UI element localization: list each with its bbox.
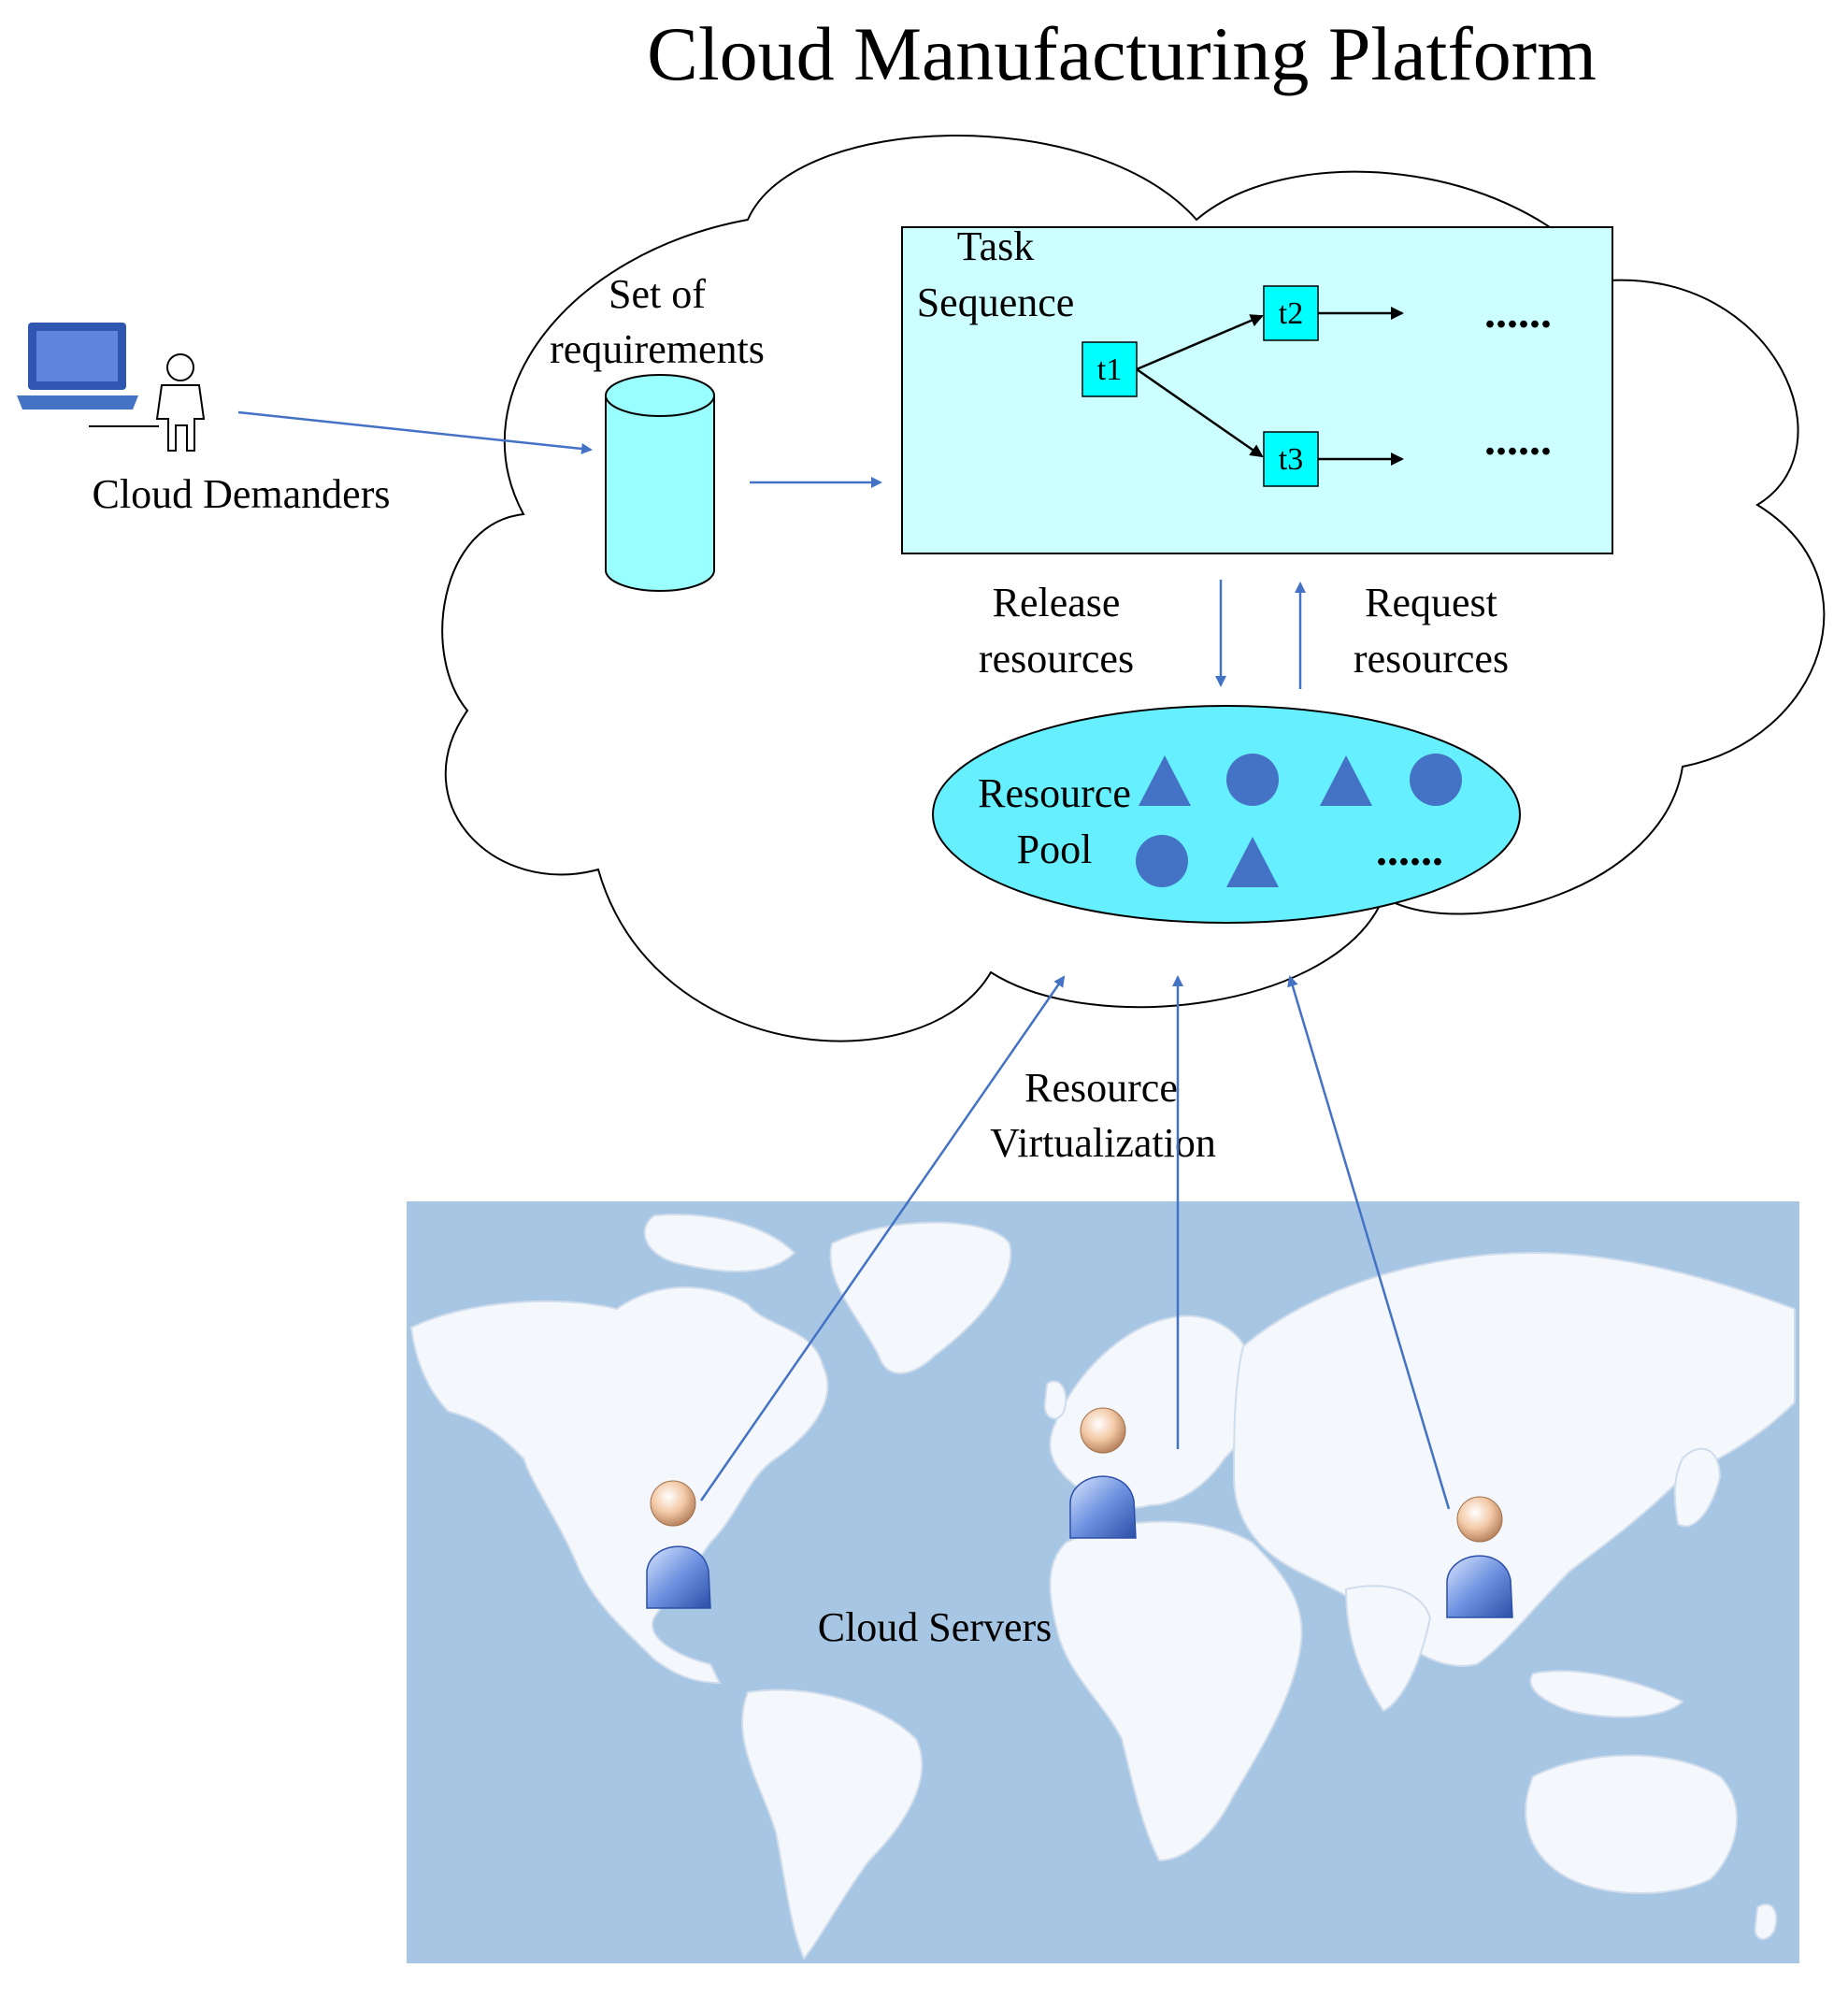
cloud-servers-label: Cloud Servers <box>818 1604 1053 1650</box>
task-sequence-box <box>901 226 1613 554</box>
pool-label-line1: Resource <box>978 770 1131 816</box>
cloud-demanders-label: Cloud Demanders <box>93 471 391 517</box>
arrow-t1-to-t3 <box>1136 367 1264 458</box>
ellipsis-t2: ...... <box>1484 288 1552 338</box>
svg-text:t1: t1 <box>1097 352 1122 387</box>
arrow-server-asia-to-cloud <box>1287 975 1451 1510</box>
resource-shapes <box>1136 754 1462 887</box>
resource-pool <box>932 705 1521 924</box>
world-map <box>407 1201 1799 1963</box>
person-icon <box>89 353 206 452</box>
release-label-line1: Release <box>993 580 1121 625</box>
request-label-line1: Request <box>1365 580 1497 625</box>
task-sequence-label-line1: Task <box>957 223 1034 269</box>
release-label-line2: resources <box>979 636 1134 682</box>
server-user-icon-asia <box>1446 1496 1513 1618</box>
server-user-icon-americas <box>646 1480 711 1609</box>
resource-circle-3 <box>1136 835 1188 887</box>
database-cylinder-icon <box>605 374 715 592</box>
svg-text:t3: t3 <box>1279 442 1303 477</box>
requirements-label-line1: Set of <box>609 271 706 317</box>
page-title: Cloud Manufacturing Platform <box>647 11 1597 96</box>
laptop-icon <box>17 323 138 409</box>
arrow-demanders-to-requirements <box>237 410 593 454</box>
task-node-t2: t2 <box>1263 285 1319 341</box>
pool-label-line2: Pool <box>1017 826 1093 872</box>
ellipsis-pool: ...... <box>1376 826 1443 875</box>
arrow-t1-to-t2 <box>1136 314 1264 371</box>
task-node-t1: t1 <box>1082 341 1138 397</box>
server-user-icon-europe <box>1069 1407 1137 1539</box>
resource-circle-2 <box>1410 754 1462 806</box>
resource-circle-1 <box>1226 754 1279 806</box>
svg-text:t2: t2 <box>1279 296 1303 331</box>
task-node-t3: t3 <box>1263 431 1319 487</box>
virtualization-label-line1: Resource <box>1024 1065 1178 1111</box>
resource-triangle-2 <box>1320 755 1372 806</box>
ellipsis-t3: ...... <box>1484 415 1552 465</box>
resource-triangle-1 <box>1139 755 1191 806</box>
requirements-label-line2: requirements <box>550 326 765 372</box>
task-sequence-label-line2: Sequence <box>917 280 1075 325</box>
request-label-line2: resources <box>1354 636 1509 682</box>
virtualization-label-line2: Virtualization <box>990 1120 1216 1166</box>
resource-triangle-3 <box>1226 837 1279 887</box>
arrow-server-americas-to-cloud <box>699 975 1066 1501</box>
